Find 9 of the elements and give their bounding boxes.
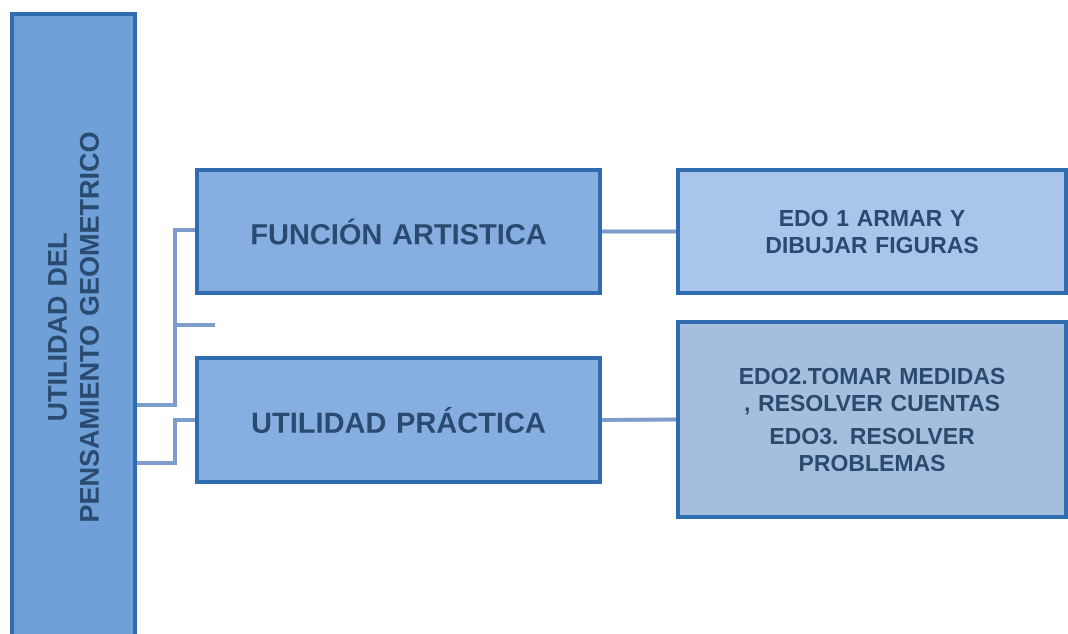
connector-line [602,417,677,422]
connector-line [135,228,217,407]
title-bar: UTILIDAD DEL PENSAMIENTO GEOMETRICO [10,12,137,634]
process-box: EDO2.TOMAR MEDIDAS , RESOLVER CUENTAS EDO3. RESOLVER PROBLEMAS [676,320,1068,519]
process-box: EDO 1 ARMAR Y DIBUJAR FIGURAS [676,168,1068,295]
connector-line [602,229,676,234]
connector-line [137,418,195,465]
process-box: FUNCIÓN ARTISTICA [195,168,602,295]
process-box: UTILIDAD PRÁCTICA [195,356,602,484]
